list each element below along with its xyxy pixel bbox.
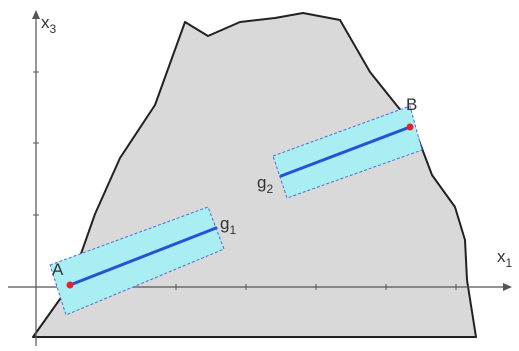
g1-segment — [68, 226, 218, 287]
point-b-label: B — [406, 95, 417, 114]
x3-ticks — [33, 71, 39, 216]
g1-label: g1 — [220, 214, 236, 237]
point-a — [66, 281, 74, 289]
g1-band — [49, 206, 225, 316]
x1-axis-arrow — [503, 283, 512, 291]
g2-label: g2 — [257, 173, 273, 196]
x3-axis-label: x3 — [41, 13, 57, 36]
g2-segment — [279, 125, 412, 178]
point-b — [406, 123, 414, 131]
x3-axis-arrow — [32, 10, 40, 19]
point-a-label: A — [52, 260, 64, 279]
x1-axis-label: x1 — [497, 247, 513, 270]
